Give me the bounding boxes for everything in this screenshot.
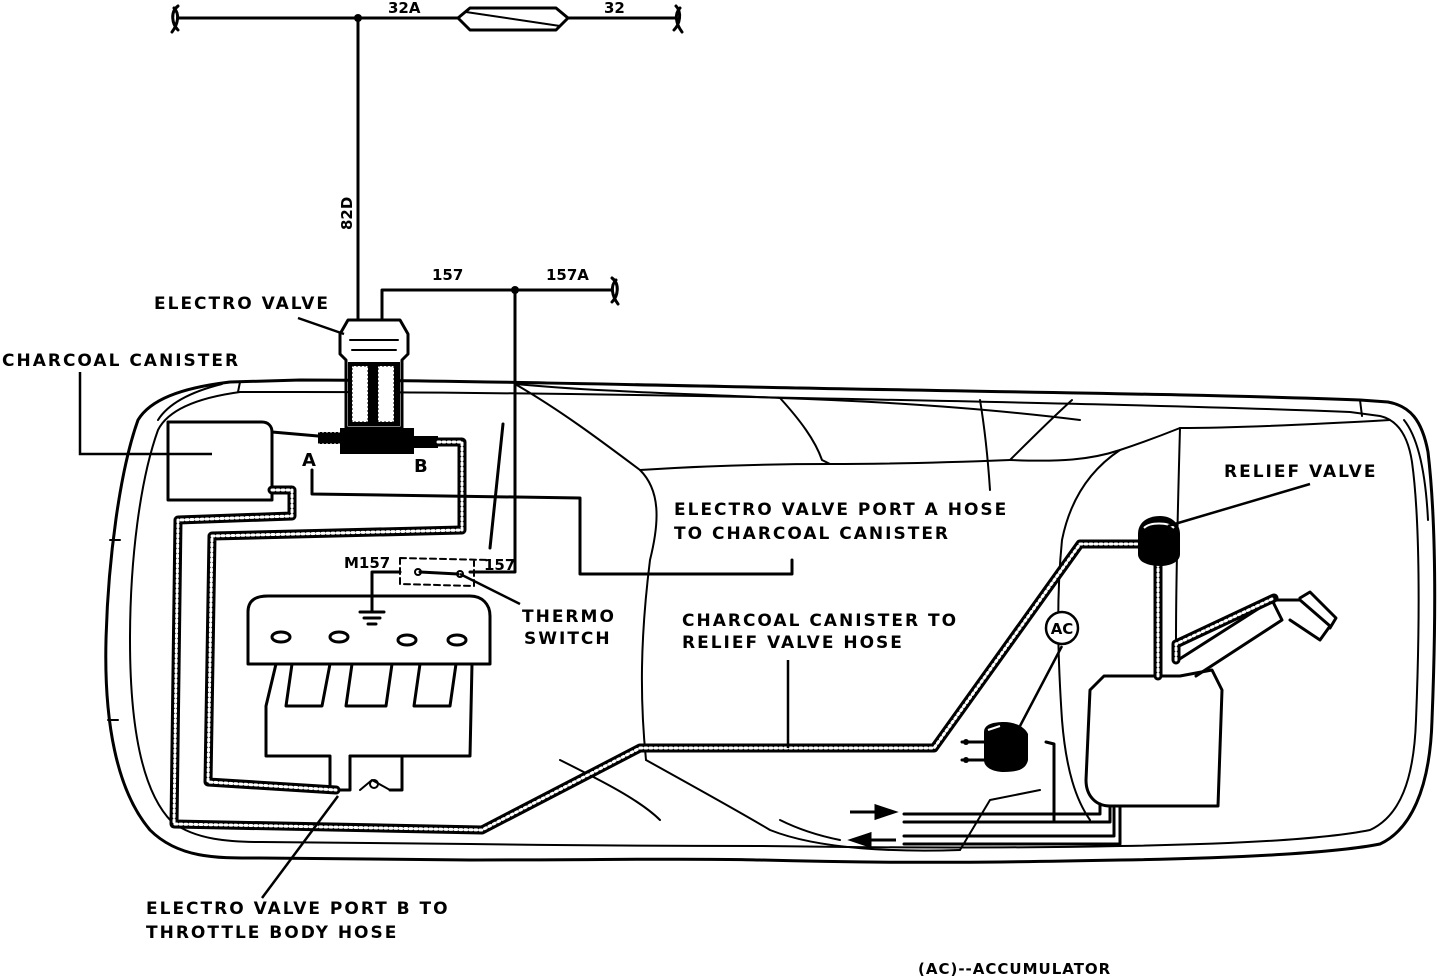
port-b-label: B (414, 456, 428, 477)
leader-lines (78, 316, 1311, 899)
electro-valve-label: ELECTRO VALVE (154, 294, 330, 314)
accumulator-badge: AC (1044, 610, 1080, 646)
thermo-switch-label-line2: SWITCH (524, 629, 612, 649)
wire-label-m157: M157 (344, 554, 390, 572)
relief-valve-body (1138, 516, 1180, 566)
port-a-label: A (302, 450, 316, 471)
wire-label-157a: 157A (546, 266, 589, 284)
engine-block (246, 594, 492, 792)
wire-label-82d: 82D (338, 197, 356, 230)
port-a-hose-label-line1: ELECTRO VALVE PORT A HOSE (674, 500, 1008, 520)
fuel-supply-arrow (850, 803, 899, 821)
port-b-hose-label-line2: THROTTLE BODY HOSE (146, 923, 398, 943)
wire-label-157: 157 (432, 266, 463, 284)
electro-valve (318, 318, 438, 454)
accumulator-legend: (AC)--ACCUMULATOR (918, 960, 1111, 978)
accumulator-body (984, 722, 1028, 772)
thermo-switch-label-line1: THERMO (522, 607, 616, 627)
wire-label-thermo-157: 157 (484, 556, 515, 574)
ground-icon (358, 610, 386, 626)
accumulator-badge-text: AC (1051, 620, 1074, 638)
hoses (169, 437, 1145, 835)
wire-label-32: 32 (604, 0, 625, 17)
port-a-hose-label-line2: TO CHARCOAL CANISTER (674, 524, 950, 544)
thermo-switch (358, 557, 491, 626)
charcoal-canister-label: CHARCOAL CANISTER (2, 351, 240, 371)
fuse-link (456, 6, 570, 32)
charcoal-canister (166, 420, 320, 502)
fuel-tank (847, 516, 1338, 849)
relief-hose-label-line1: CHARCOAL CANISTER TO (682, 611, 958, 631)
fuel-return-arrow (847, 831, 896, 849)
relief-valve-label: RELIEF VALVE (1224, 462, 1377, 482)
car-body-outline (104, 378, 1437, 864)
wiring (170, 4, 684, 574)
wire-label-32a: 32A (388, 0, 421, 17)
port-b-hose-label-line1: ELECTRO VALVE PORT B TO (146, 899, 450, 919)
relief-hose-label-line2: RELIEF VALVE HOSE (682, 633, 904, 653)
